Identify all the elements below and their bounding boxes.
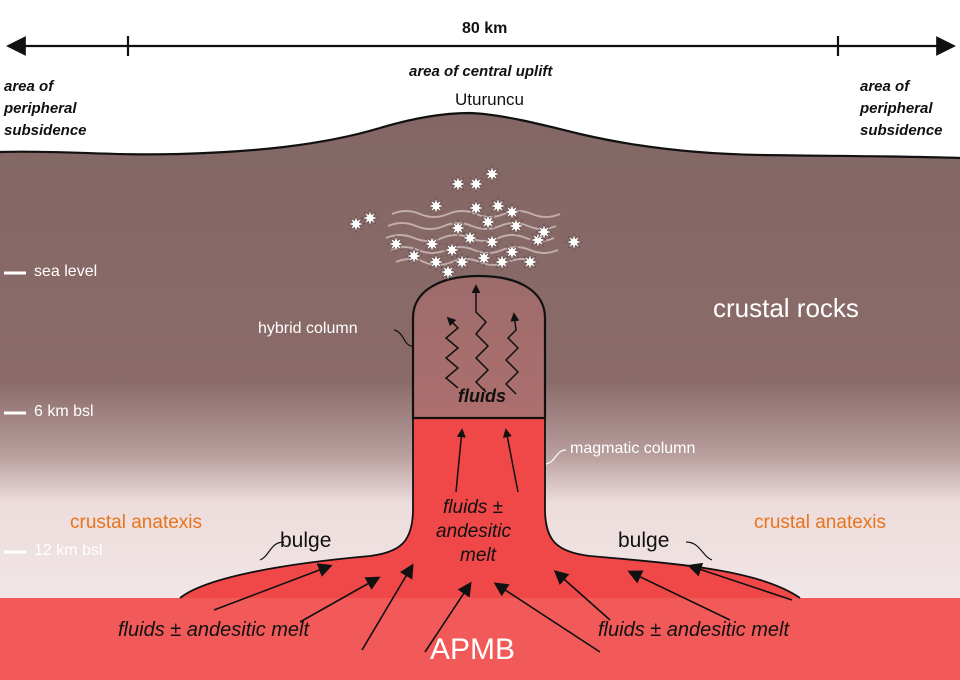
peripheral-subsidence-right-line-1: area of (860, 78, 910, 95)
apmb-label: APMB (430, 633, 516, 666)
leader-lines (259, 329, 713, 561)
bulge-left-label: bulge (280, 529, 332, 552)
peripheral-subsidence-left-line-3: subsidence (4, 122, 87, 139)
earthquake-star (502, 202, 522, 222)
earthquake-star (492, 252, 512, 272)
earthquake-star (482, 232, 502, 252)
peripheral-subsidence-left-line-1: area of (4, 78, 54, 95)
earthquake-star (474, 248, 494, 268)
basal-flow-arrows (213, 562, 793, 653)
bulge-outline (179, 418, 801, 599)
bulge-right-label: bulge (618, 529, 670, 552)
crustal-anatexis-left: crustal anatexis (70, 512, 203, 533)
earthquake-star (448, 218, 468, 238)
earthquake-star (528, 230, 548, 250)
magmatic-column (180, 418, 800, 598)
column-flow-arrows (455, 428, 519, 493)
earthquake-star (422, 234, 442, 254)
peripheral-subsidence-right-line-2: peripheral (860, 100, 933, 117)
earthquake-star (452, 252, 472, 272)
crustal-rocks-label: crustal rocks (713, 293, 859, 323)
earthquake-star (442, 240, 462, 260)
fluid-pathways (444, 284, 520, 395)
earthquake-star (426, 252, 446, 272)
hybrid-column-label: hybrid column (258, 320, 358, 337)
volcano-name: Uturuncu (455, 90, 524, 109)
earthquake-star (488, 196, 508, 216)
depth-ticks (4, 271, 26, 554)
depth-label-6km: 6 km bsl (34, 403, 94, 420)
column-melt-line-2: andesitic (436, 521, 511, 542)
scale-label: 80 km (462, 20, 508, 37)
fluids-label: fluids (458, 386, 506, 406)
scale-bar (6, 36, 956, 56)
basal-melt-left-label: fluids ± andesitic melt (118, 619, 310, 641)
earthquake-star (534, 222, 554, 242)
earthquake-star (564, 232, 584, 252)
seismicity-stars (346, 164, 584, 282)
earthquake-star (506, 216, 526, 236)
earthquake-star (482, 164, 502, 184)
basal-melt-right-label: fluids ± andesitic melt (598, 619, 790, 641)
apmb-layer (0, 598, 960, 680)
earthquake-star (386, 234, 406, 254)
earthquake-star (448, 174, 468, 194)
column-melt-line-3: melt (460, 545, 496, 566)
earthquake-star (466, 198, 486, 218)
earthquake-star (360, 208, 380, 228)
magmatic-column-label: magmatic column (570, 440, 696, 457)
peripheral-subsidence-left-line-2: peripheral (4, 100, 77, 117)
earthquake-star (520, 252, 540, 272)
earthquake-star (404, 246, 424, 266)
column-melt-line-1: fluids ± (443, 497, 504, 518)
earthquake-star (478, 212, 498, 232)
earthquake-star (466, 174, 486, 194)
peripheral-subsidence-right-line-3: subsidence (860, 122, 943, 139)
earthquake-star (426, 196, 446, 216)
earthquake-star (438, 262, 458, 282)
surface-topography (0, 111, 960, 160)
earthquake-star (346, 214, 366, 234)
depth-label-sea-level: sea level (34, 263, 98, 280)
hybrid-column (411, 274, 547, 420)
central-uplift-label: area of central uplift (409, 63, 553, 80)
crustal-anatexis-right: crustal anatexis (754, 512, 887, 533)
depth-label-12km: 12 km bsl (34, 542, 103, 559)
earthquake-star (460, 228, 480, 248)
